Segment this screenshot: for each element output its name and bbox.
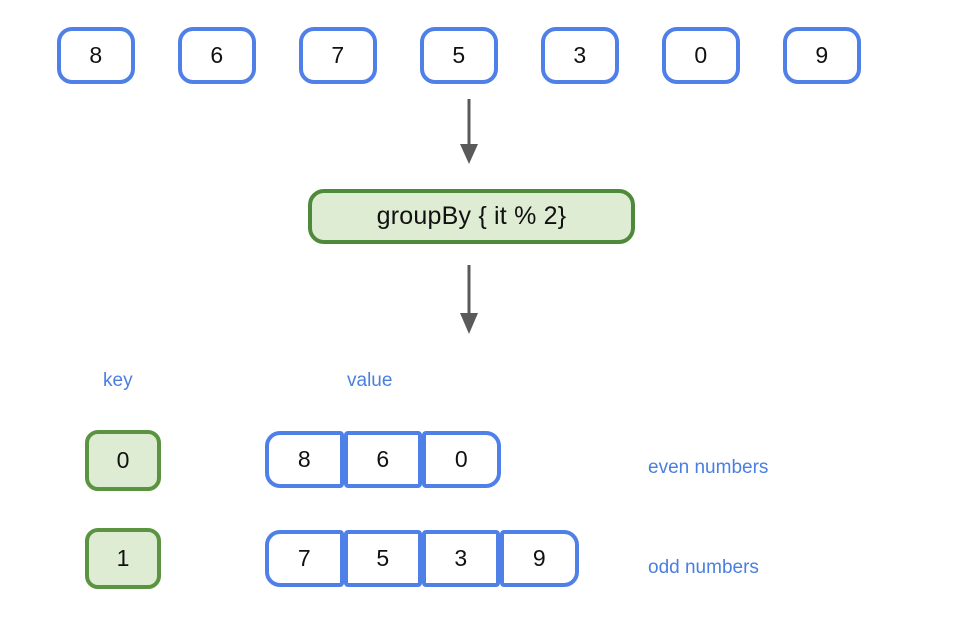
result-value-box: 5 bbox=[344, 530, 422, 587]
result-key-box: 1 bbox=[85, 528, 161, 589]
arrow-input-to-operation bbox=[460, 99, 478, 164]
input-item-box: 9 bbox=[783, 27, 861, 84]
input-item-box: 6 bbox=[178, 27, 256, 84]
input-item-box: 5 bbox=[420, 27, 498, 84]
input-item-box: 0 bbox=[662, 27, 740, 84]
result-value-box: 3 bbox=[422, 530, 500, 587]
column-header-value: value bbox=[347, 370, 393, 391]
input-item-box: 7 bbox=[299, 27, 377, 84]
arrow-operation-to-result bbox=[460, 265, 478, 334]
result-value-box: 0 bbox=[422, 431, 501, 488]
result-value-box: 9 bbox=[500, 530, 579, 587]
column-header-key: key bbox=[103, 370, 133, 391]
result-value-box: 8 bbox=[265, 431, 344, 488]
result-row-annotation: odd numbers bbox=[648, 557, 759, 578]
operation-label: groupBy { it % 2} bbox=[376, 202, 567, 230]
input-item-box: 8 bbox=[57, 27, 135, 84]
result-row-annotation: even numbers bbox=[648, 457, 769, 478]
operation-box: groupBy { it % 2} bbox=[308, 189, 635, 244]
result-value-box: 6 bbox=[344, 431, 422, 488]
result-key-box: 0 bbox=[85, 430, 161, 491]
input-item-box: 3 bbox=[541, 27, 619, 84]
result-value-box: 7 bbox=[265, 530, 344, 587]
